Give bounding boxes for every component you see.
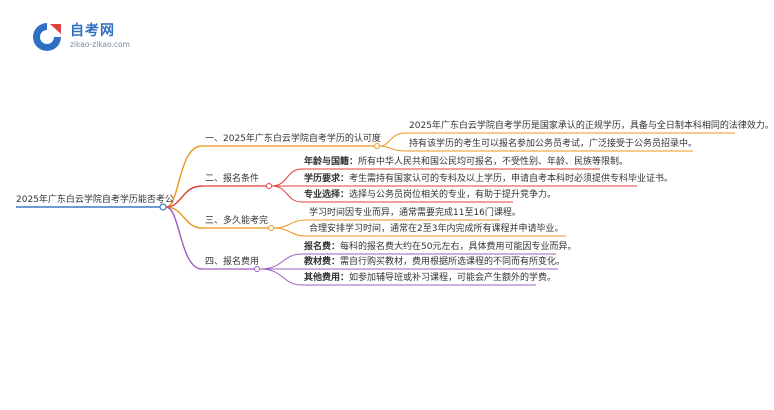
branch-4-label: 四、报名费用 <box>205 257 260 267</box>
branch-2-connector <box>165 185 203 208</box>
root-label: 2025年广东白云学院自考学历能否考公 <box>16 195 174 205</box>
branch-4-item-1-text: 每科的报名费大约在50元左右，具体费用可能因专业而异。 <box>340 242 577 252</box>
logo-url: zikao-zikao.com <box>70 40 130 49</box>
branch-1-item-1: 2025年广东白云学院自考学历是国家承认的正规学历，具备与全日制本科相同的法律效… <box>409 121 774 131</box>
logo-name: 自考网 <box>70 23 115 39</box>
branch-2-item-1-text: 所有中华人民共和国公民均可报名，不受性别、年龄、民族等限制。 <box>358 157 629 167</box>
branch-2-item-3-key: 专业选择： <box>304 190 350 200</box>
branch-4-item-2-text: 需自行购买教材，费用根据所选课程的不同而有所变化。 <box>340 257 566 267</box>
branch-3-item-2: 合理安排学习时间，通常在2至3年内完成所有课程并申请毕业。 <box>309 224 564 234</box>
branch-2-item-2-text: 考生需持有国家认可的专科及以上学历，申请自考本科时必须提供专科毕业证书。 <box>349 174 674 184</box>
branch-4-item-1: 报名费：每科的报名费大约在50元左右，具体费用可能因专业而异。 <box>304 241 576 253</box>
branch-1-label: 一、2025年广东白云学院自考学历的认可度 <box>205 134 381 144</box>
branch-2-item-1: 年龄与国籍：所有中华人民共和国公民均可报名，不受性别、年龄、民族等限制。 <box>304 156 628 168</box>
branch-4-item-1-key: 报名费： <box>304 242 341 252</box>
branch-4-item-3-key: 其他费用： <box>304 273 350 283</box>
branch-4-item-2: 教材费：需自行购买教材，费用根据所选课程的不同而有所变化。 <box>304 256 565 268</box>
root-node: 2025年广东白云学院自考学历能否考公 <box>16 194 174 206</box>
branch-4-connector <box>165 206 203 270</box>
site-logo[interactable]: 自考网 zikao-zikao.com <box>30 16 170 56</box>
branch-2-item-3-text: 选择与公务员岗位相关的专业，有助于提升竞争力。 <box>349 190 557 200</box>
branch-4-item-3: 其他费用：如参加辅导班或补习课程，可能会产生额外的学费。 <box>304 272 556 284</box>
branch-2-item-1-key: 年龄与国籍： <box>304 157 359 167</box>
mindmap-connectors <box>16 132 735 286</box>
branch-4-item-3-text: 如参加辅导班或补习课程，可能会产生额外的学费。 <box>349 273 557 283</box>
branch-2-item-2: 学历要求：考生需持有国家认可的专科及以上学历，申请自考本科时必须提供专科毕业证书… <box>304 173 673 185</box>
branch-3-item-1: 学习时间因专业而异，通常需要完成11至16门课程。 <box>309 208 521 218</box>
branch-1-connector <box>165 145 203 208</box>
branch-4-item-2-key: 教材费： <box>304 257 341 267</box>
branch-3-connector <box>165 206 203 229</box>
logo-mark-icon <box>33 23 61 51</box>
branch-3-label: 三、多久能考完 <box>205 216 269 226</box>
branch-1-item-2: 持有该学历的考生可以报名参加公务员考试，广泛接受于公务员招录中。 <box>409 139 698 149</box>
branch-2-item-3: 专业选择：选择与公务员岗位相关的专业，有助于提升竞争力。 <box>304 189 556 201</box>
branch-2-label: 二、报名条件 <box>205 174 260 184</box>
branch-2-item-2-key: 学历要求： <box>304 174 350 184</box>
